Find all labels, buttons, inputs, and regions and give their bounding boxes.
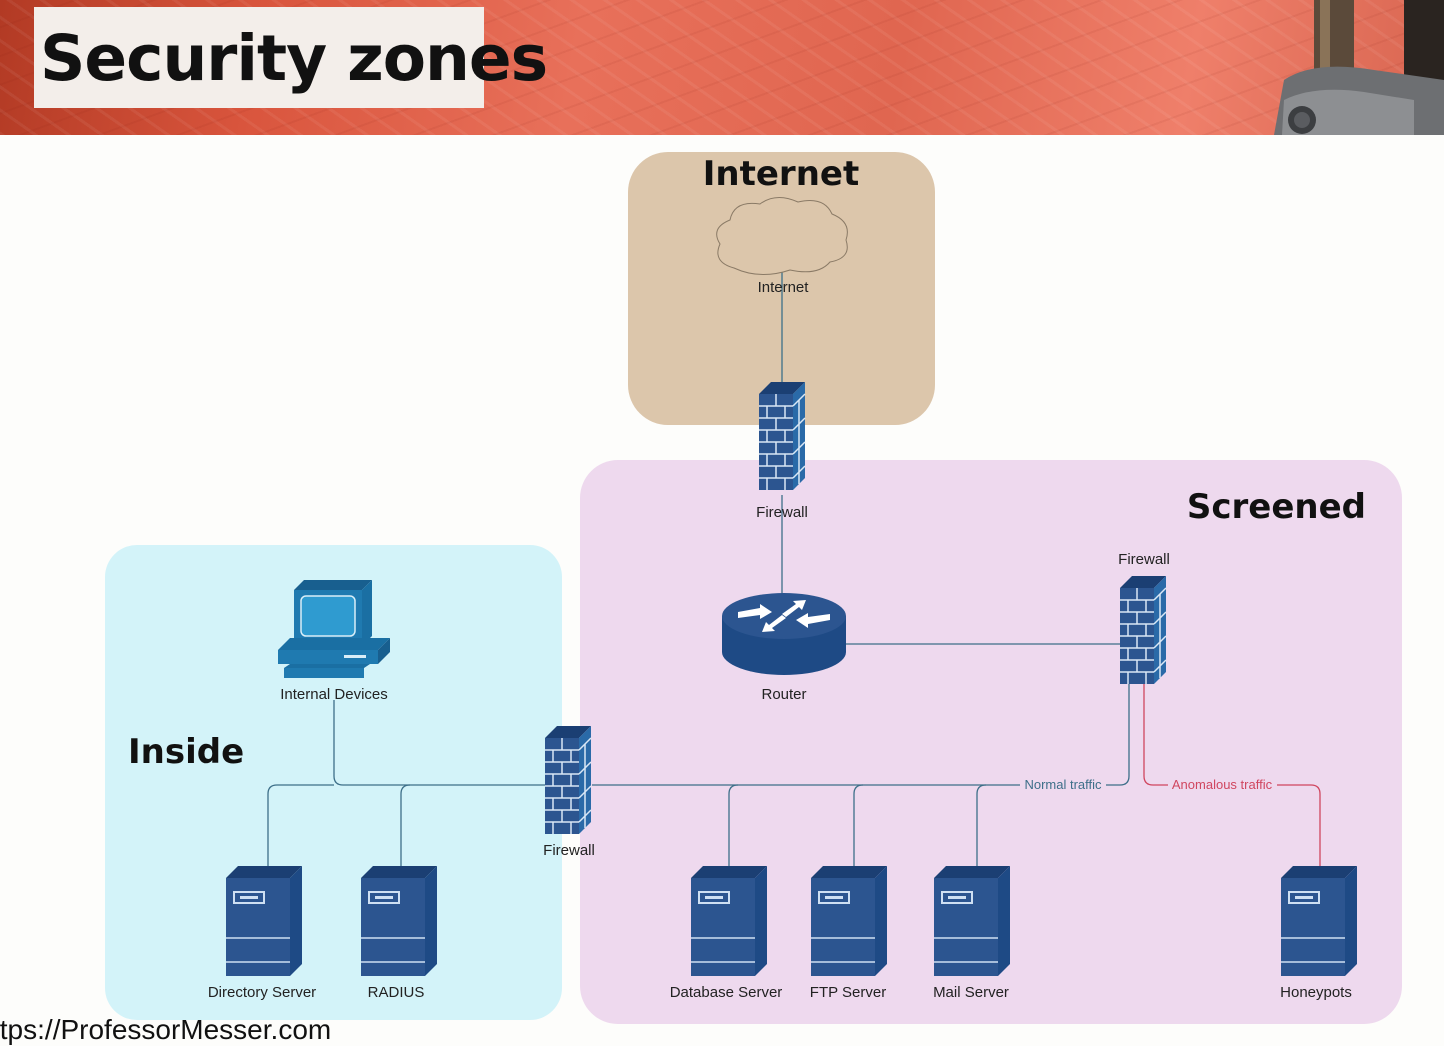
internet-node-label: Internet xyxy=(758,279,810,296)
ftp-server-label: FTP Server xyxy=(810,984,886,1001)
radius-label: RADIUS xyxy=(368,984,425,1001)
firewall-icon xyxy=(758,381,806,491)
server-icon xyxy=(360,865,438,977)
footer-url: ttps://ProfessorMesser.com xyxy=(0,1014,332,1045)
database-server-label: Database Server xyxy=(670,984,783,1001)
zone-label-inside: Inside xyxy=(128,732,244,772)
computer-icon xyxy=(278,580,390,678)
directory-server-label: Directory Server xyxy=(208,984,316,1001)
lock-image xyxy=(1274,0,1444,135)
zone-label-screened: Screened xyxy=(1187,487,1366,527)
server-icon xyxy=(690,865,768,977)
zone-label-internet: Internet xyxy=(703,154,859,194)
honeypots-label: Honeypots xyxy=(1280,984,1352,1001)
firewall-top-label: Firewall xyxy=(756,504,808,521)
firewall-inside-label: Firewall xyxy=(543,842,595,859)
router-icon xyxy=(722,593,846,675)
router-label: Router xyxy=(761,686,806,703)
anomalous-links xyxy=(1143,684,1321,866)
firewall-icon xyxy=(544,725,592,835)
server-icon xyxy=(1280,865,1358,977)
normal-traffic-label: Normal traffic xyxy=(1024,777,1102,792)
server-icon xyxy=(225,865,303,977)
server-icon xyxy=(810,865,888,977)
internal-devices-label: Internal Devices xyxy=(280,686,388,703)
firewall-right-label: Firewall xyxy=(1118,551,1170,568)
cloud-icon xyxy=(716,197,848,275)
normal-links xyxy=(267,272,1130,866)
firewall-icon xyxy=(1119,575,1167,685)
anomalous-traffic-label: Anomalous traffic xyxy=(1172,777,1273,792)
mail-server-label: Mail Server xyxy=(933,984,1009,1001)
server-icon xyxy=(933,865,1011,977)
title-box xyxy=(34,7,484,108)
slide-title: Security zones xyxy=(40,22,548,95)
inside-zone xyxy=(105,545,562,1020)
